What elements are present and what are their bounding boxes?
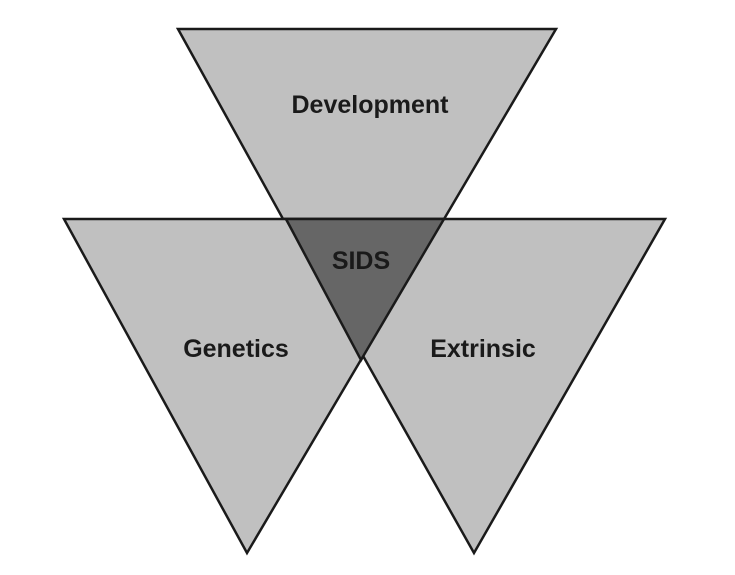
sids-intersection — [283, 217, 447, 363]
development-label: Development — [292, 91, 450, 119]
sids-label: SIDS — [332, 247, 390, 275]
genetics-label: Genetics — [183, 335, 289, 363]
extrinsic-label: Extrinsic — [430, 335, 536, 363]
development-triangle — [175, 27, 559, 363]
